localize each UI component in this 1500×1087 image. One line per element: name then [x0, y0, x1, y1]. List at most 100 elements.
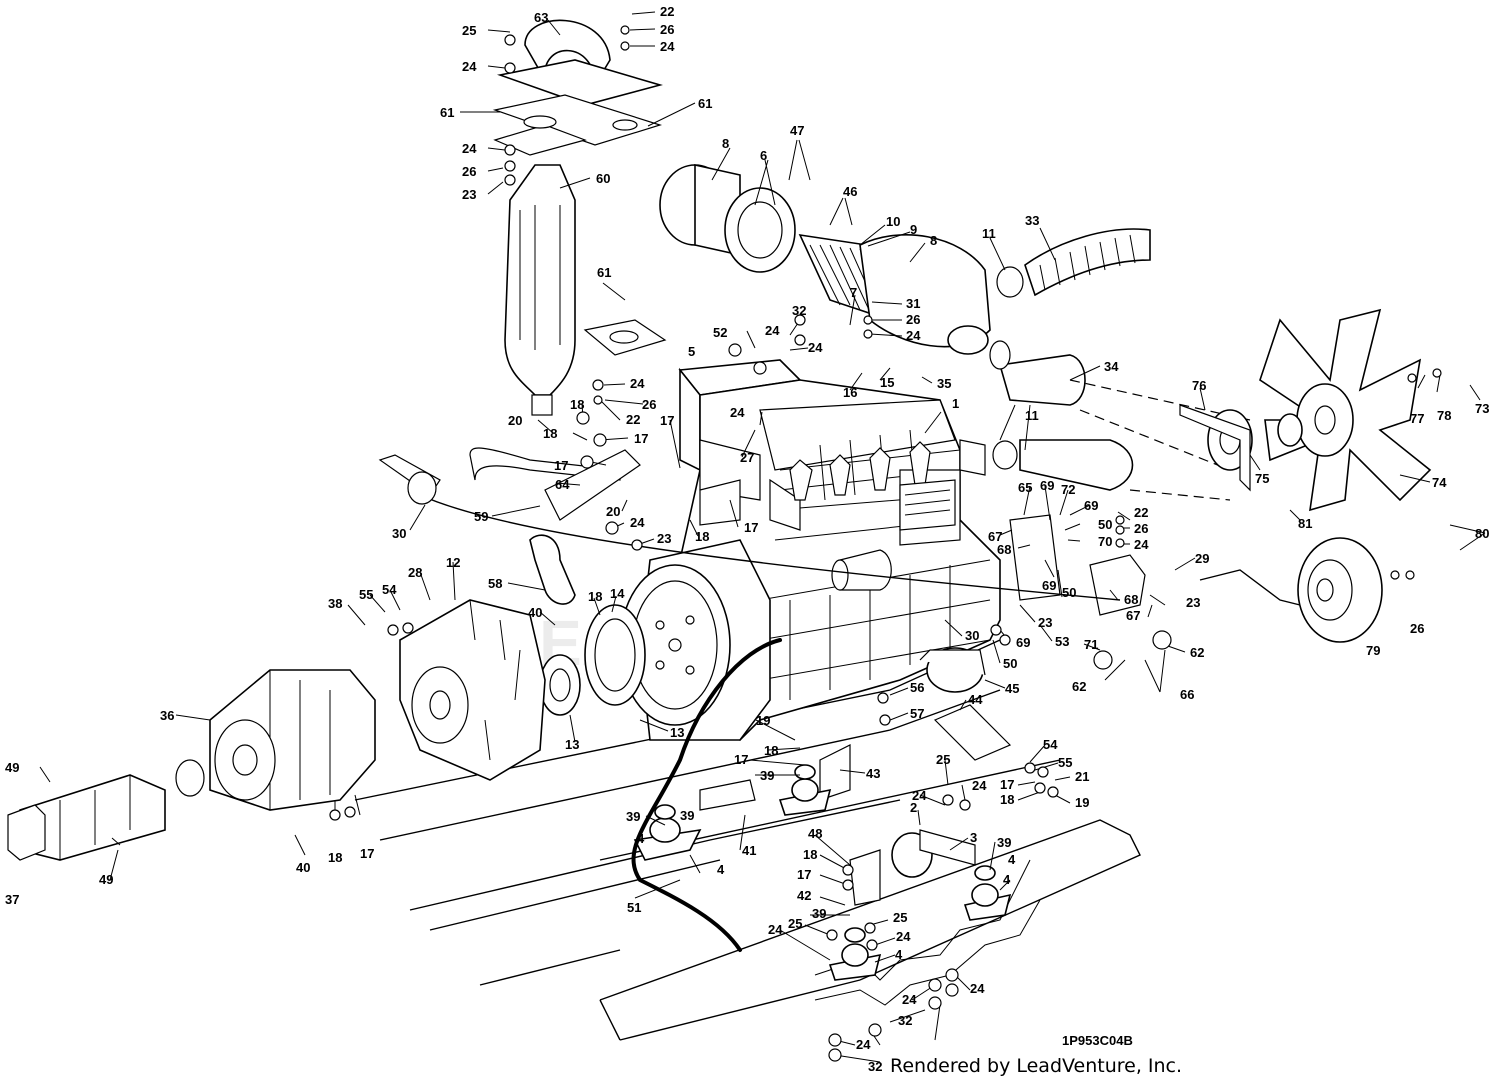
callout-61-a: 61 [440, 105, 454, 120]
callout-26-e: 26 [1410, 621, 1424, 636]
callout-45: 45 [1005, 681, 1019, 696]
callout-22-b: 22 [1134, 505, 1148, 520]
callout-25-a: 25 [936, 752, 950, 767]
callout-41: 41 [742, 843, 756, 858]
callout-2: 2 [910, 800, 917, 815]
callout-57: 57 [910, 706, 924, 721]
callout-18-b: 18 [543, 426, 557, 441]
callout-24-a: 24 [462, 59, 477, 74]
callout-25-b: 25 [788, 916, 802, 931]
callout-6: 6 [760, 148, 767, 163]
exhaust-flange-upper [496, 59, 663, 106]
callout-79: 79 [1366, 643, 1380, 658]
callout-80: 80 [1475, 526, 1489, 541]
cables [378, 454, 1121, 952]
exhaust-assembly [492, 19, 667, 416]
callout-61-b: 61 [698, 96, 712, 111]
callout-64: 64 [555, 477, 570, 492]
brackets-and-fuel-filter [699, 514, 1146, 906]
callout-38: 38 [328, 596, 342, 611]
callout-23-a: 23 [462, 187, 476, 202]
callout-18-d: 18 [588, 589, 602, 604]
callout-71: 71 [1084, 637, 1098, 652]
callout-21: 21 [1075, 769, 1089, 784]
callout-24-g: 24 [730, 405, 745, 420]
callout-54-b: 54 [1043, 737, 1058, 752]
callout-47: 47 [790, 123, 804, 138]
callout-73: 73 [1475, 401, 1489, 416]
callout-39-c: 39 [626, 809, 640, 824]
callout-44: 44 [968, 692, 983, 707]
throttle-brackets [469, 447, 741, 605]
callout-55-a: 55 [359, 587, 373, 602]
callout-8-b: 8 [930, 233, 937, 248]
callout-63: 63 [534, 10, 548, 25]
callout-19-a: 19 [756, 713, 770, 728]
callout-36: 36 [160, 708, 174, 723]
callout-54-a: 54 [382, 582, 397, 597]
callout-22-top: 22 [660, 4, 674, 19]
callout-65: 65 [1018, 480, 1032, 495]
callout-24-p: 24 [856, 1037, 871, 1052]
callout-17-a: 17 [634, 431, 648, 446]
fan-pulley-assembly [1179, 308, 1432, 643]
callout-4-e: 4 [1008, 852, 1016, 867]
valve-cover [759, 399, 956, 471]
callout-10: 10 [886, 214, 900, 229]
callout-24-j: 24 [912, 788, 927, 803]
callout-17-b: 17 [554, 458, 568, 473]
callout-24-b: 24 [462, 141, 477, 156]
callout-26-a: 26 [462, 164, 476, 179]
callout-25-top: 25 [462, 23, 476, 38]
callout-40-b: 40 [296, 860, 310, 875]
frame-rails [354, 639, 1141, 1041]
callout-69-c: 69 [1042, 578, 1056, 593]
callout-9: 9 [910, 222, 917, 237]
callout-11-a: 11 [982, 226, 996, 241]
callout-13-b: 13 [670, 725, 684, 740]
callout-62-b: 62 [1072, 679, 1086, 694]
callout-39-d: 39 [812, 906, 826, 921]
callout-33: 33 [1025, 213, 1039, 228]
callout-69-b: 69 [1084, 498, 1098, 513]
callout-74: 74 [1432, 475, 1447, 490]
callout-11-b: 11 [1025, 408, 1039, 423]
engine-mounts [633, 764, 1012, 981]
callout-59: 59 [474, 509, 488, 524]
callout-18-g: 18 [328, 850, 342, 865]
muffler-60 [504, 164, 576, 396]
callout-69-a: 69 [1040, 478, 1054, 493]
callout-24-m: 24 [896, 929, 911, 944]
callout-62-a: 62 [1190, 645, 1204, 660]
callout-76: 76 [1192, 378, 1206, 393]
bracket-29 [1089, 554, 1146, 616]
callout-18-c: 18 [695, 529, 709, 544]
callout-17-d: 17 [744, 520, 758, 535]
callout-4-b: 4 [717, 862, 725, 877]
callout-14: 14 [610, 586, 625, 601]
bracket-44 [933, 704, 1012, 761]
callout-49-b: 49 [99, 872, 113, 887]
callout-60: 60 [596, 171, 610, 186]
bracket-48 [849, 849, 881, 906]
air-cleaner-assembly [659, 164, 1251, 501]
bracket-3 [919, 829, 976, 866]
gasket-61-left [493, 124, 587, 156]
cable-30 [419, 494, 1121, 601]
elbow-58 [529, 534, 576, 605]
callout-53: 53 [1055, 634, 1069, 649]
callout-24-d: 24 [765, 323, 780, 338]
callout-15: 15 [880, 375, 894, 390]
callout-46: 46 [843, 184, 857, 199]
bracket-43 [819, 744, 851, 801]
callout-30-a: 30 [392, 526, 406, 541]
callout-81: 81 [1298, 516, 1312, 531]
hardware-markers [329, 25, 1442, 1062]
cable-51 [631, 638, 782, 952]
belt-76 [1179, 404, 1251, 492]
callout-24-f: 24 [630, 376, 645, 391]
callout-17-c: 17 [660, 413, 674, 428]
callout-20-b: 20 [606, 504, 620, 519]
callout-24-i: 24 [1134, 537, 1149, 552]
callout-25-c: 25 [893, 910, 907, 925]
